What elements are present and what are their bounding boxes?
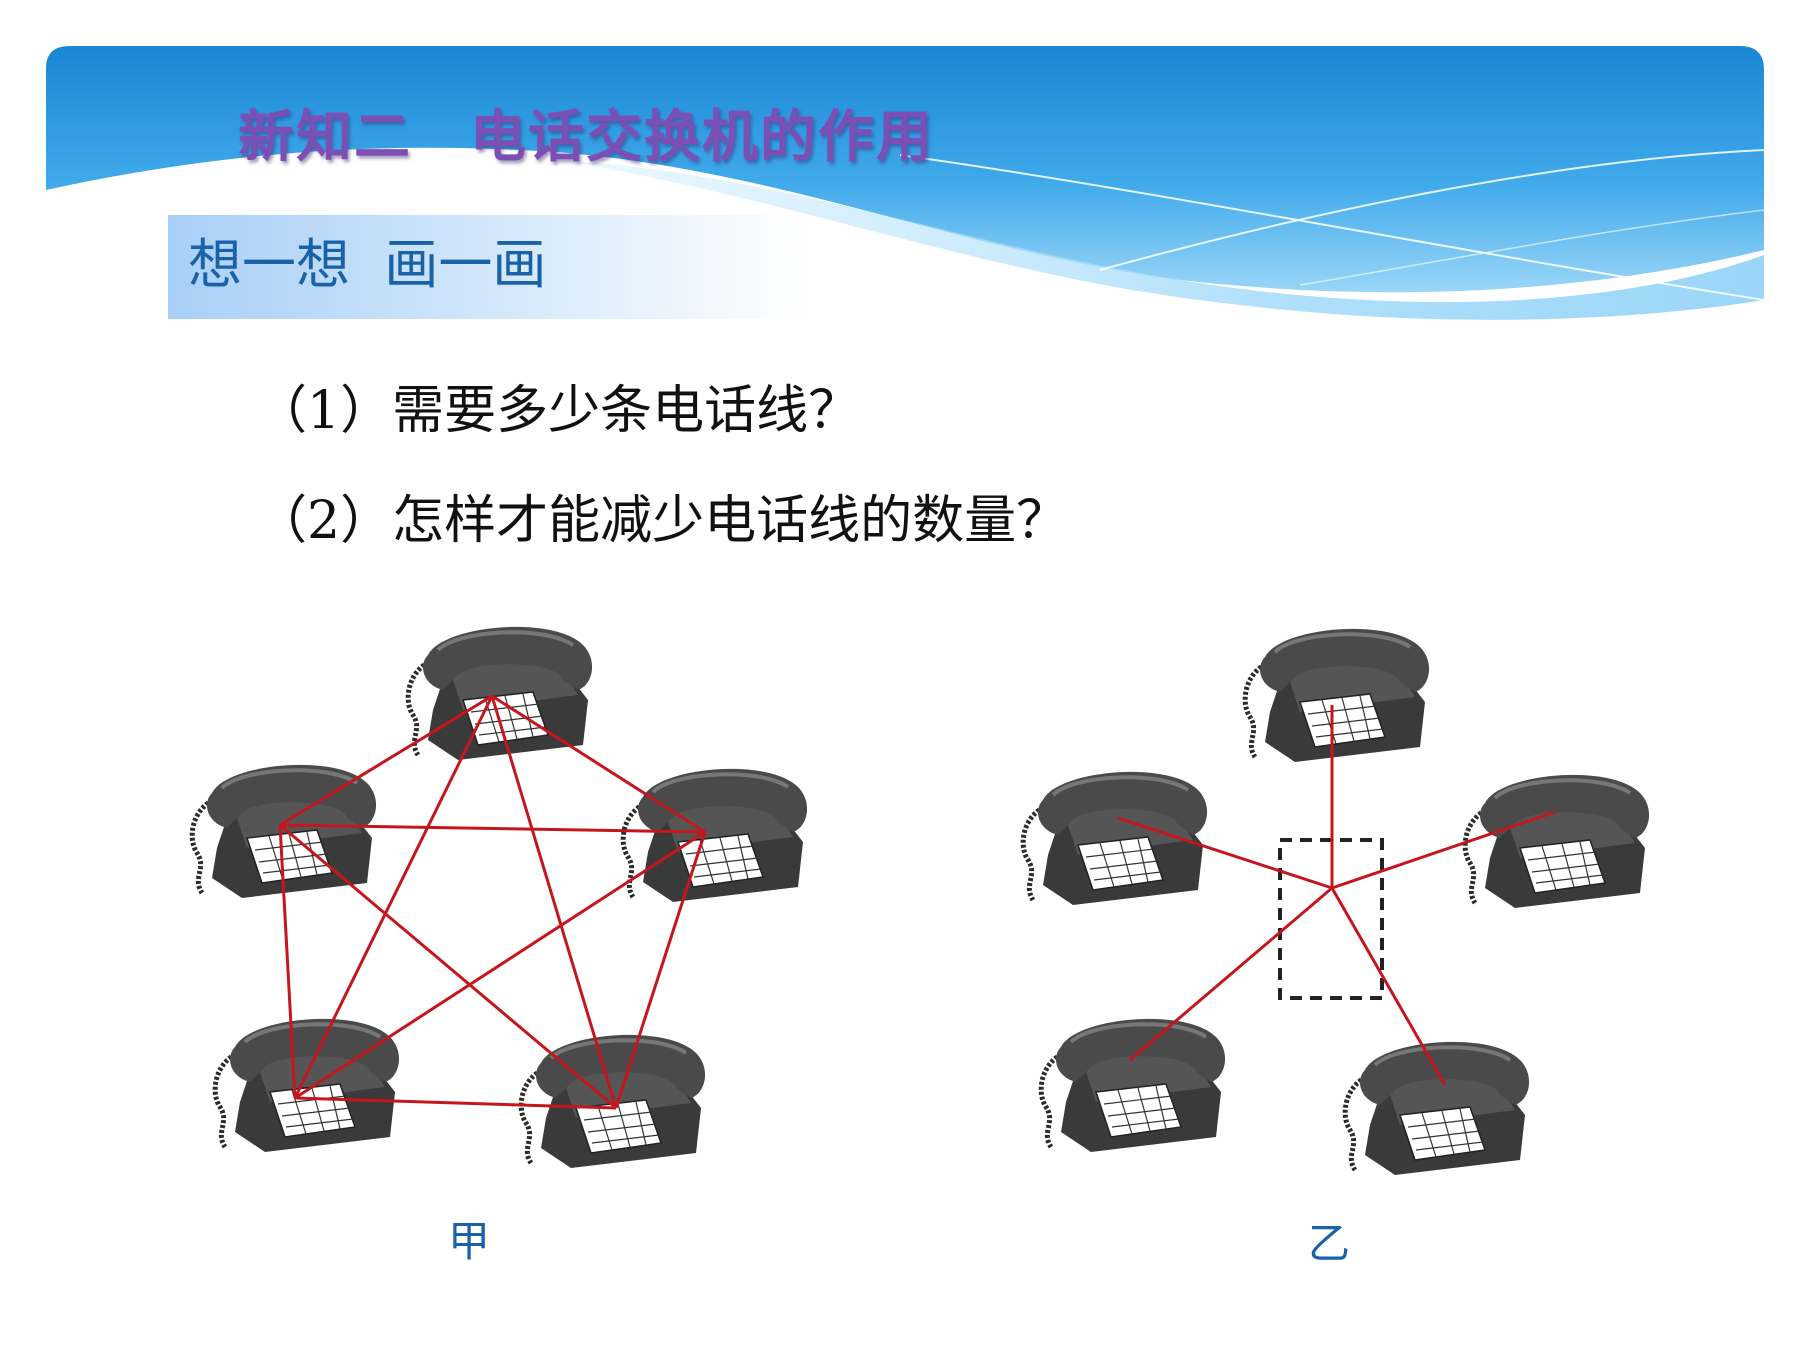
- subtitle-bar: [168, 215, 808, 319]
- telephone-icon: [1041, 1019, 1225, 1152]
- telephone-icon: [623, 769, 807, 902]
- section-subtitle: 想一想 画一画: [188, 233, 547, 296]
- diagram-left: [192, 627, 807, 1168]
- caption-right: 乙: [1308, 1219, 1351, 1268]
- phone-network-diagrams: [0, 600, 1800, 1300]
- telephone-icon: [215, 1019, 399, 1152]
- question-2: （2）怎样才能减少电话线的数量？: [255, 491, 1069, 551]
- telephone-icon: [1465, 775, 1649, 908]
- question-1: （1）需要多少条电话线？: [255, 381, 861, 441]
- wires-right: [1117, 705, 1556, 1086]
- slide-title: 新知二 电话交换机的作用: [238, 105, 934, 170]
- wires-left: [278, 694, 707, 1110]
- telephone-icon: [408, 627, 592, 760]
- diagram-right: [1023, 629, 1649, 1175]
- caption-left: 甲: [448, 1217, 491, 1266]
- telephone-icon: [1245, 629, 1429, 762]
- telephone-icon: [1345, 1042, 1529, 1175]
- header-banner: [46, 46, 1765, 320]
